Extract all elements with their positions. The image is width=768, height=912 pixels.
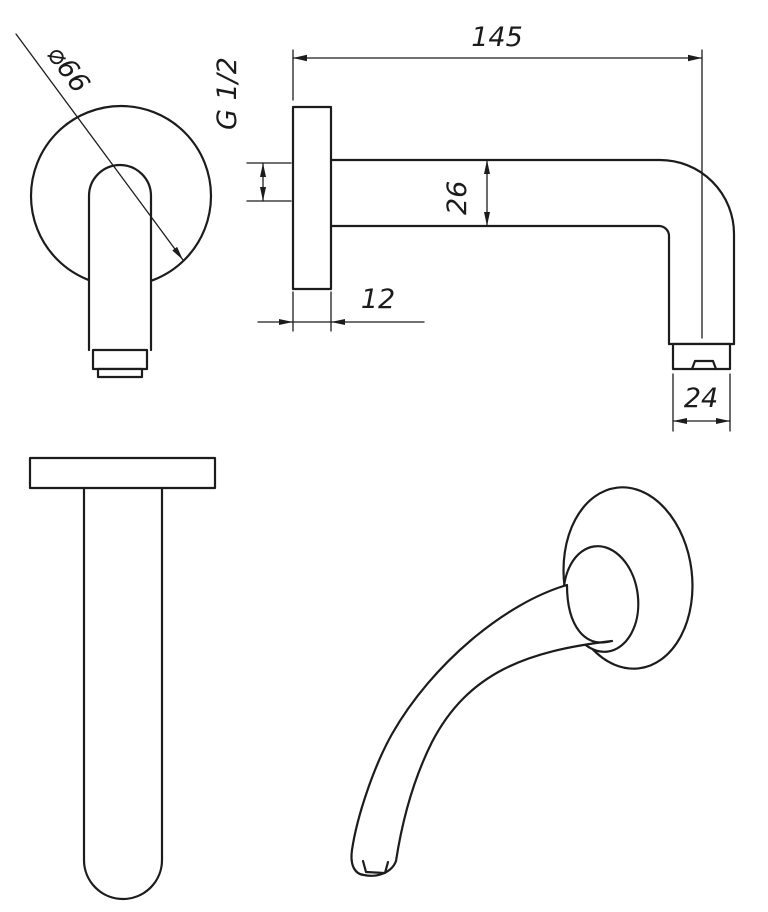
- tube-arrow-down: [484, 212, 490, 226]
- outlet-arrow-right: [716, 418, 730, 424]
- dim-arrow-left: [293, 54, 307, 62]
- straight-tube: [82, 486, 164, 901]
- spout-tip-side: [671, 342, 732, 371]
- side-view: 145 G 1/2 26 12: [212, 22, 736, 432]
- flange-arrow-right: [331, 319, 345, 325]
- thread-arrow-up: [260, 163, 266, 177]
- dim-label-flange-thickness: 12: [361, 284, 395, 315]
- spout-tube-front: [87, 163, 153, 352]
- dim-line-diameter: [15, 33, 184, 261]
- flange-arrow-left: [279, 319, 293, 325]
- tube-inner-edge: [329, 224, 671, 346]
- dimension-overall-length: 145: [292, 22, 703, 339]
- dimension-outlet-width: 24: [672, 373, 731, 432]
- aerator-notch-perspective: [361, 859, 390, 875]
- dim-label-flange-diameter: ⌀66: [40, 40, 95, 99]
- dim-arrow-diameter: [172, 246, 183, 260]
- tube-arrow-up: [484, 160, 490, 174]
- dimension-thread: G 1/2: [212, 57, 292, 202]
- thread-arrow-down: [260, 187, 266, 201]
- dimension-tube-diameter: 26: [442, 159, 490, 227]
- tube-outer-edge: [329, 158, 736, 346]
- dim-label-thread: G 1/2: [212, 57, 243, 130]
- dim-arrow-right: [688, 54, 702, 62]
- front-view: ⌀66: [15, 33, 213, 379]
- curved-spout-perspective: [350, 583, 614, 877]
- dim-label-tube-diameter: 26: [442, 181, 473, 215]
- dim-label-overall-length: 145: [471, 22, 523, 53]
- dimension-flange-thickness: 12: [257, 284, 425, 332]
- straight-arm-view: [28, 456, 217, 901]
- spout-aerator-front: [96, 367, 144, 379]
- perspective-view: [350, 486, 694, 877]
- flange-plate-profile: [28, 456, 217, 490]
- outlet-arrow-left: [673, 418, 687, 424]
- spout-tip-band-front: [91, 348, 149, 371]
- dim-label-outlet-width: 24: [684, 383, 718, 414]
- aerator-notch-side: [690, 359, 718, 371]
- wall-flange-side: [291, 105, 333, 291]
